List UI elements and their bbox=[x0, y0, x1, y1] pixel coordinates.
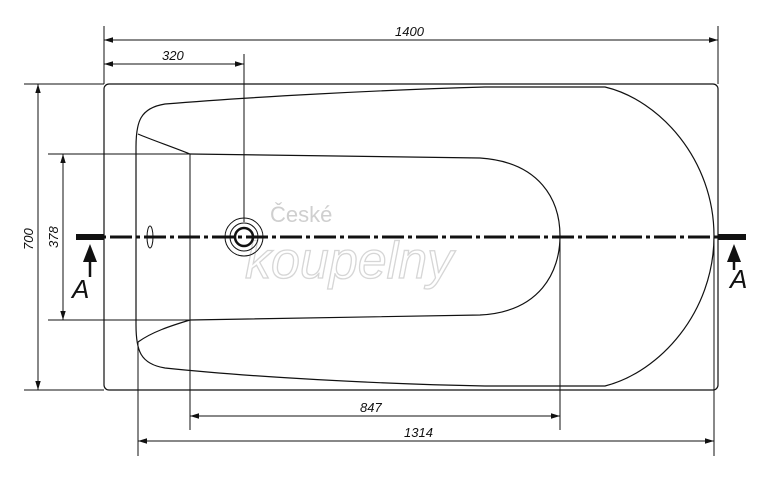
dim-700: 700 bbox=[21, 228, 36, 250]
section-marker-left bbox=[76, 234, 104, 240]
watermark-line2: koupelny bbox=[245, 232, 456, 290]
dimension-inner-length: 1314 bbox=[138, 425, 714, 444]
dimension-inner-width: 378 bbox=[46, 154, 66, 320]
dim-847: 847 bbox=[360, 400, 382, 415]
dim-1314: 1314 bbox=[404, 425, 433, 440]
overflow-icon bbox=[146, 225, 154, 249]
dim-378: 378 bbox=[46, 226, 61, 248]
dim-320: 320 bbox=[162, 48, 184, 63]
tub-flat-bottom bbox=[137, 133, 561, 343]
section-marker-right bbox=[718, 234, 746, 240]
watermark: České koupelny bbox=[244, 202, 456, 291]
section-label-left: A bbox=[70, 274, 89, 304]
dimension-overall-length: 1400 bbox=[104, 24, 718, 43]
watermark-line1: České bbox=[270, 202, 332, 227]
section-arrow-left: A bbox=[70, 244, 97, 304]
drain-icon bbox=[224, 217, 264, 257]
extension-lines bbox=[24, 26, 719, 456]
dimension-overall-width: 700 bbox=[21, 84, 41, 390]
section-arrow-right: A bbox=[727, 244, 747, 294]
dimension-flat-bottom: 847 bbox=[190, 400, 560, 419]
dimension-outlet-offset: 320 bbox=[104, 48, 244, 67]
section-label-right: A bbox=[728, 264, 747, 294]
tub-inner-basin bbox=[135, 86, 715, 387]
dim-1400: 1400 bbox=[395, 24, 425, 39]
